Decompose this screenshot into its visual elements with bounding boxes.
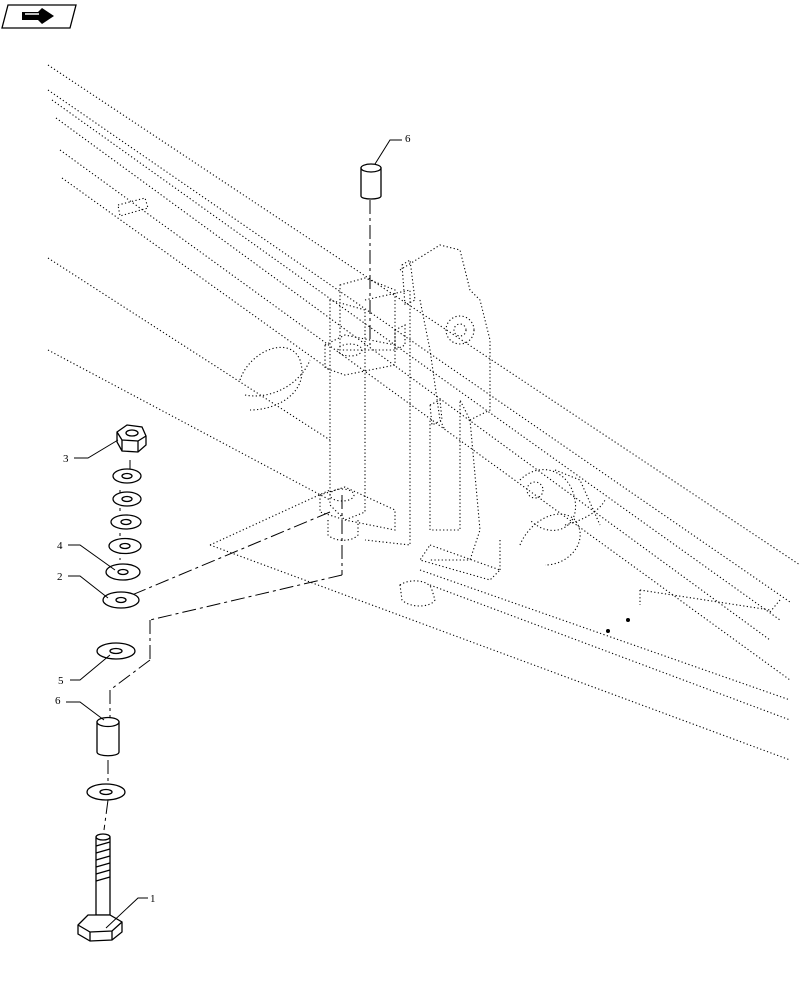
bracket-assembly — [239, 244, 606, 607]
hex-bolt — [77, 833, 123, 942]
callout-labels: 6 3 4 2 5 6 1 — [55, 133, 411, 905]
callout-3: 3 — [63, 453, 69, 465]
washer-stack — [96, 468, 142, 660]
callout-1: 1 — [150, 893, 156, 905]
callout-2: 2 — [57, 571, 63, 583]
callout-5: 5 — [58, 675, 64, 687]
assembly-lines — [103, 200, 371, 831]
callout-leaders — [66, 139, 402, 929]
washer-lower — [86, 783, 126, 801]
spacer-tube-bottom — [96, 716, 120, 757]
forward-arrow-icon — [22, 8, 54, 24]
callout-6-bottom: 6 — [55, 695, 61, 707]
phantom-frame — [47, 64, 801, 761]
callout-6-top: 6 — [405, 133, 411, 145]
nav-badge[interactable] — [1, 4, 77, 29]
spacer-tube-top — [360, 163, 382, 200]
callout-4: 4 — [57, 540, 63, 552]
hex-nut — [116, 424, 147, 453]
